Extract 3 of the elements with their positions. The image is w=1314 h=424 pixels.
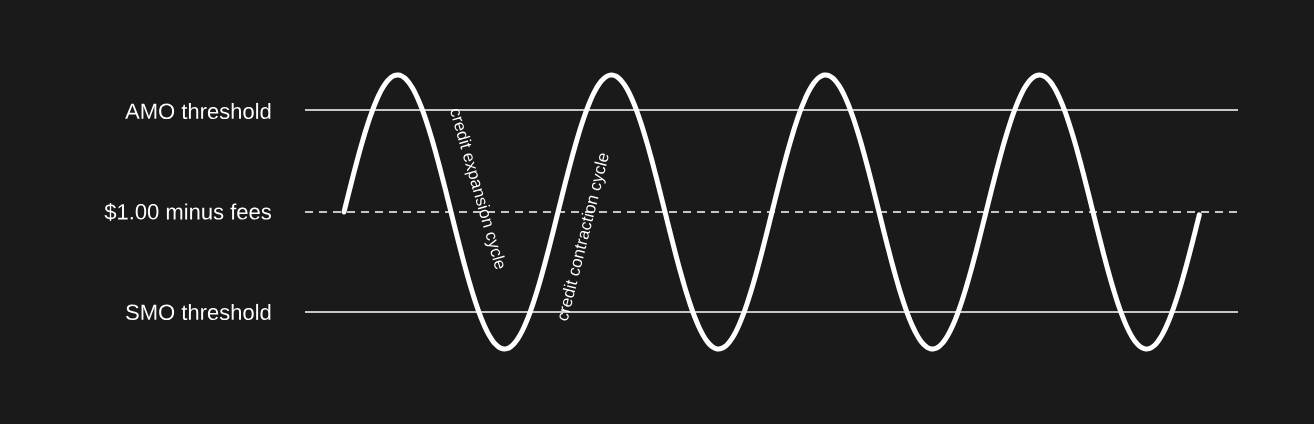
threshold-label: $1.00 minus fees bbox=[104, 203, 271, 221]
threshold-label: SMO threshold bbox=[126, 303, 271, 321]
threshold-label: AMO threshold bbox=[125, 102, 271, 120]
